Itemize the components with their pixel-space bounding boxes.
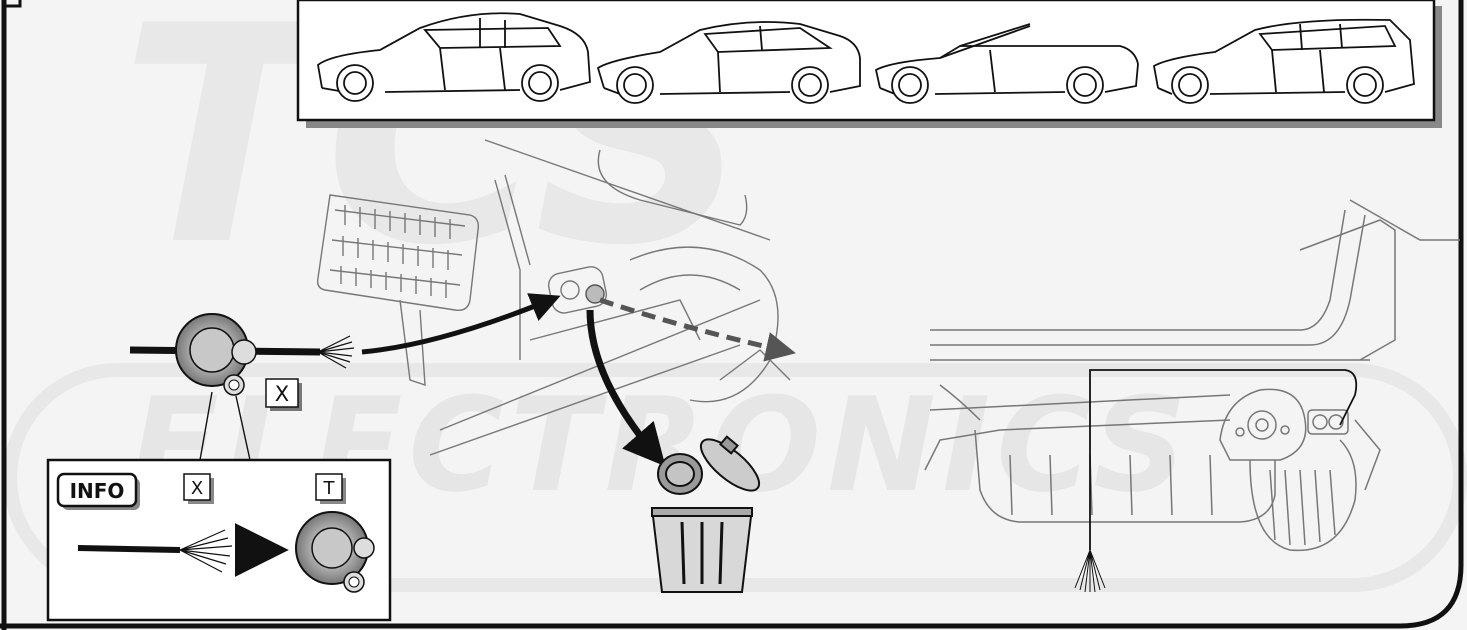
- arrow-right-icon: [599, 297, 796, 362]
- cable-harness: [129, 293, 796, 467]
- wire-bundle-icon: [317, 335, 355, 369]
- marker-x: X: [265, 378, 302, 411]
- info-badge: INFO: [70, 479, 125, 503]
- trash-bin-icon: [650, 435, 761, 593]
- info-marker-t: T: [323, 478, 336, 499]
- rear-wire-bundle-icon: [1074, 549, 1106, 593]
- touring-wagon-icon: [1153, 18, 1415, 104]
- info-box: INFO X T: [46, 458, 392, 622]
- vehicle-rear: [924, 199, 1460, 552]
- rear-wire-route: [1074, 369, 1358, 593]
- convertible-icon: [874, 23, 1139, 104]
- info-marker-x: X: [191, 478, 203, 499]
- firewall-interior: [316, 139, 791, 456]
- marker-x-label: X: [275, 382, 289, 406]
- leader-lines: [199, 391, 251, 461]
- sedan-icon: [317, 12, 591, 102]
- car-model-strip: [296, 0, 1442, 128]
- coupe-icon: [596, 21, 861, 104]
- info-wire-bundle-icon: [179, 529, 233, 573]
